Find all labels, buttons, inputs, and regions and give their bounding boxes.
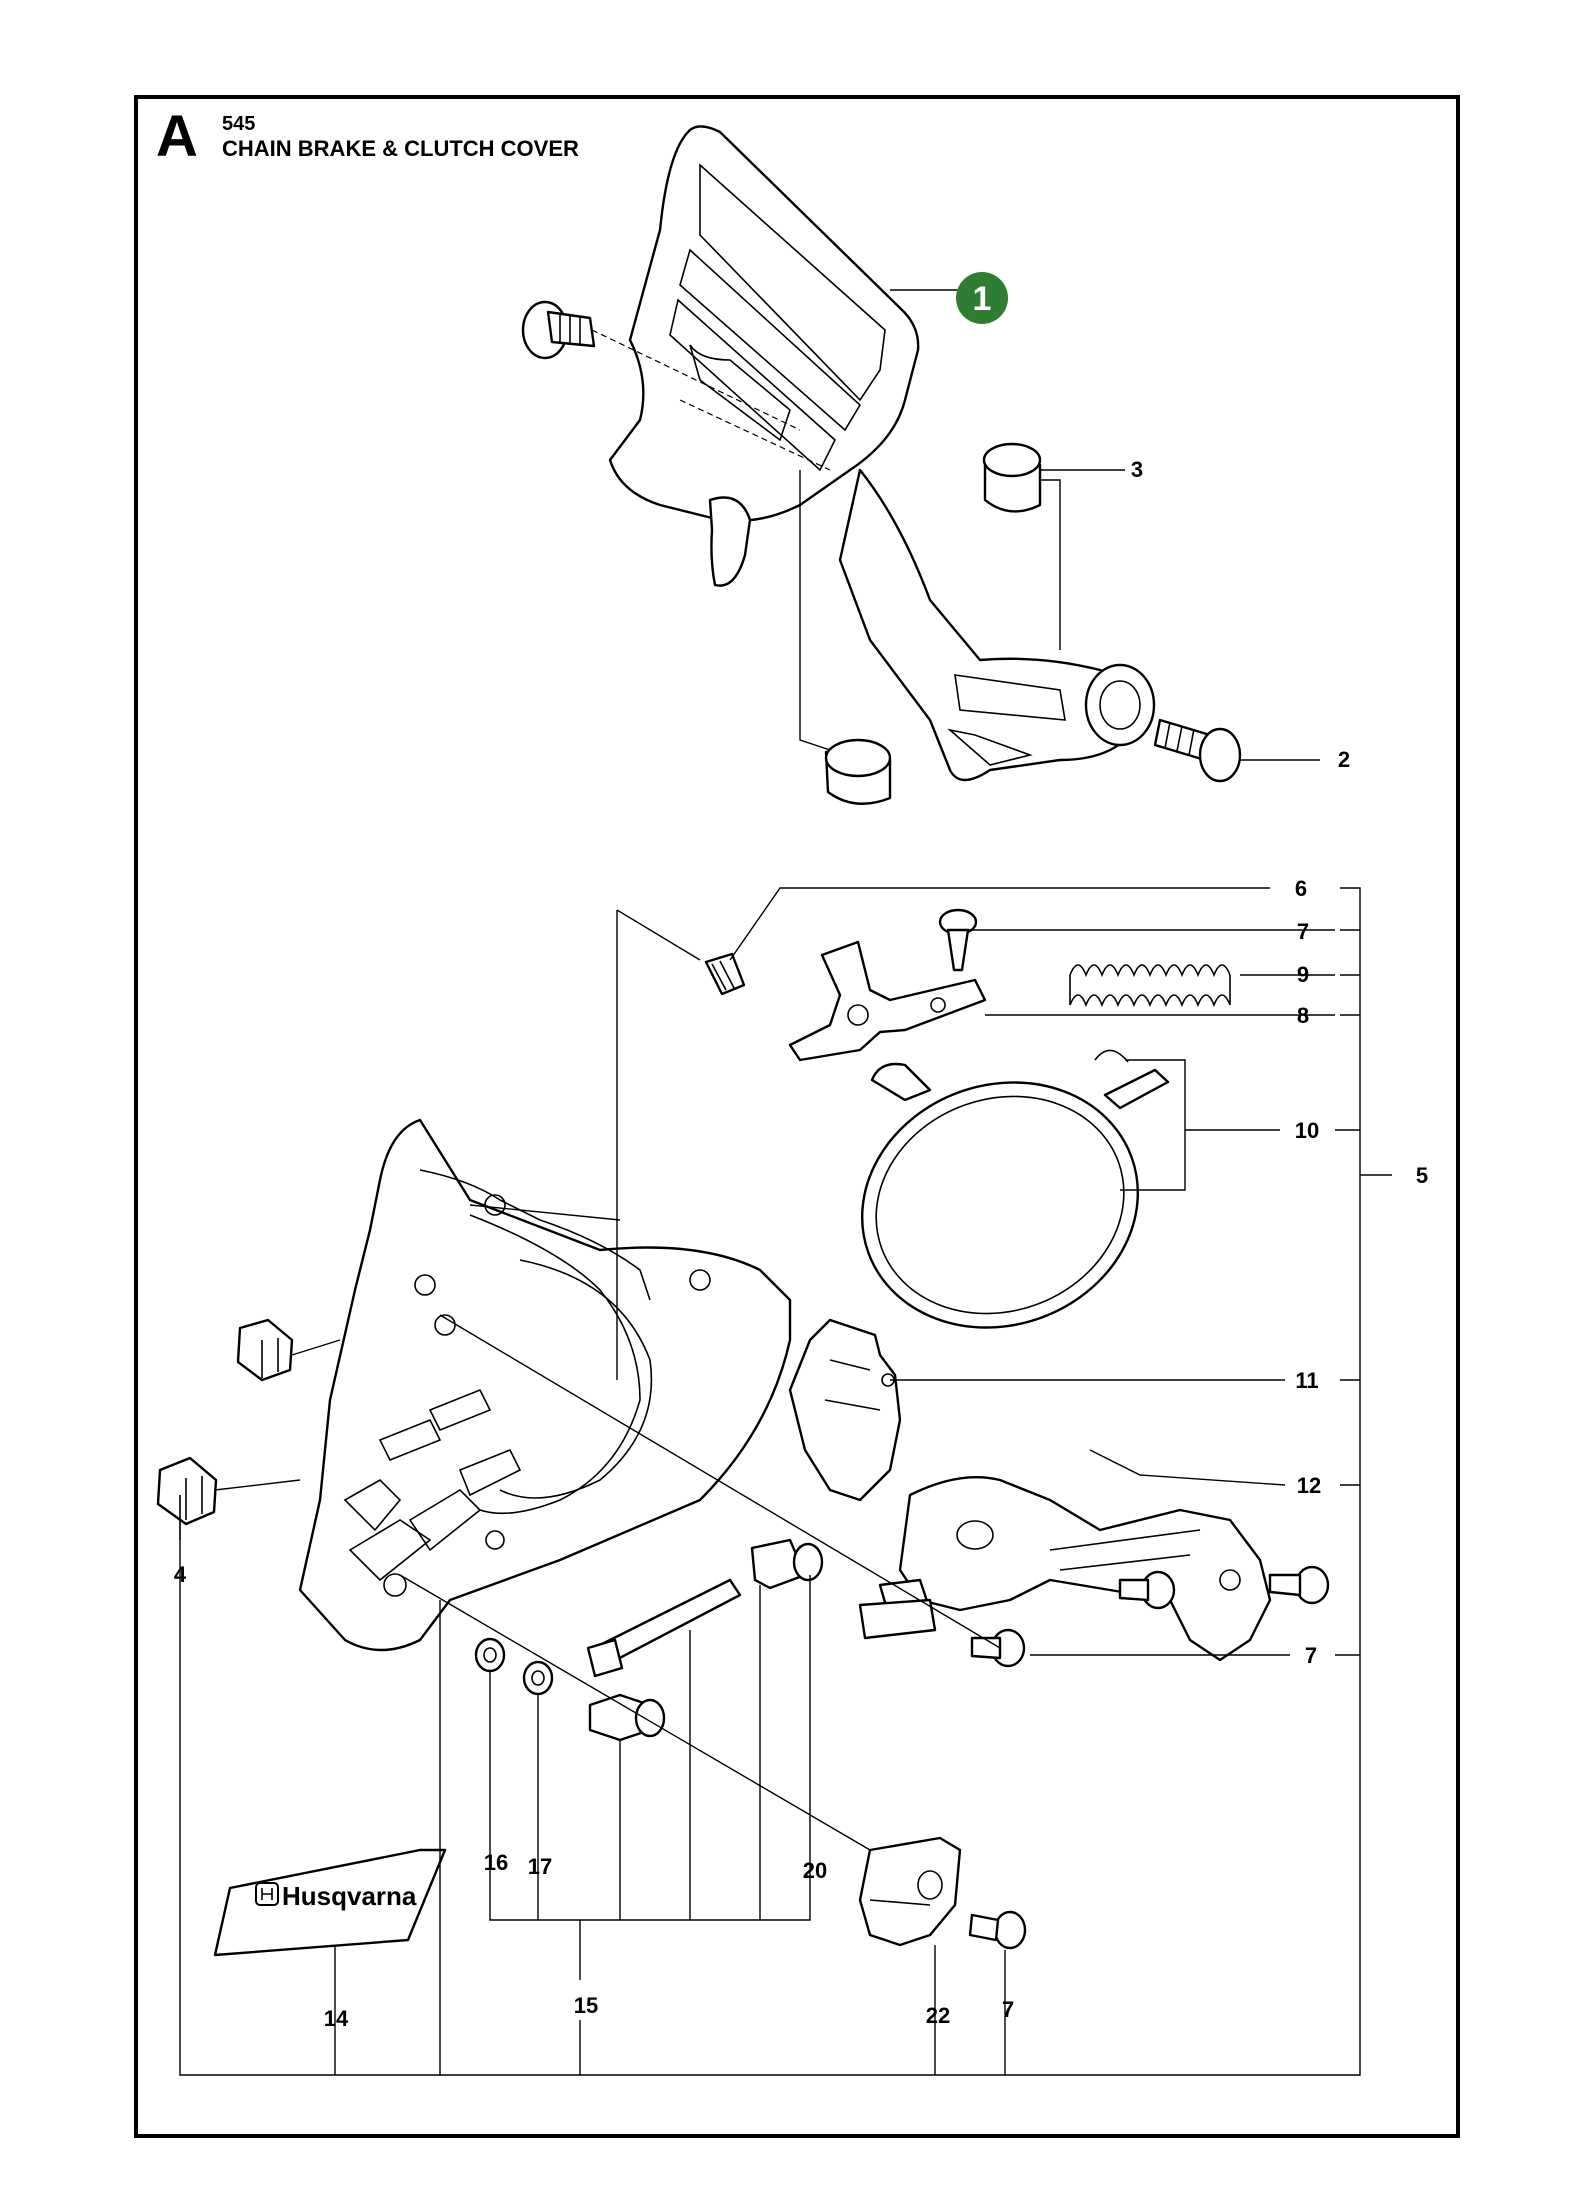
part-label-2: 2 xyxy=(1338,747,1350,772)
husqvarna-decal-14[interactable]: Husqvarna xyxy=(213,1848,447,1957)
part-label-14: 14 xyxy=(324,2006,349,2031)
tensioner-housing-11[interactable] xyxy=(788,1318,902,1502)
chain-brake-lever-8[interactable] xyxy=(788,940,987,1062)
adjuster-nut[interactable] xyxy=(750,1538,824,1590)
part-label-7-bottom: 7 xyxy=(1002,1997,1014,2022)
part-label-10: 10 xyxy=(1295,1118,1319,1143)
part-label-15: 15 xyxy=(574,1993,598,2018)
brake-band-10[interactable] xyxy=(827,1044,1172,1365)
diagram-title: CHAIN BRAKE & CLUTCH COVER xyxy=(222,136,579,161)
part-label-4: 4 xyxy=(174,1562,187,1587)
part-label-16: 16 xyxy=(484,1850,508,1875)
brake-spring-9[interactable] xyxy=(1069,964,1231,1008)
washer-17[interactable] xyxy=(522,1660,554,1696)
part-label-7-top: 7 xyxy=(1297,919,1309,944)
leader-lines xyxy=(179,289,1392,2076)
decal-brand-text: Husqvarna xyxy=(282,1881,417,1911)
part-label-9: 9 xyxy=(1297,962,1309,987)
screw-7-bottom[interactable] xyxy=(968,1910,1027,1950)
cover-cap-12[interactable] xyxy=(858,1475,1272,1662)
spring-pin-6[interactable] xyxy=(704,952,746,996)
adjuster-sleeve[interactable] xyxy=(588,1693,666,1742)
chain-tensioner-nuts-4[interactable] xyxy=(156,1318,294,1526)
pivot-bushing-3[interactable] xyxy=(982,442,1042,513)
shoulder-screw-left[interactable] xyxy=(521,300,596,360)
section-letter: A xyxy=(156,104,198,169)
cover-plate-22[interactable] xyxy=(858,1836,962,1947)
diagram-frame xyxy=(134,95,1460,2138)
part-label-6: 6 xyxy=(1295,876,1307,901)
part-label-11: 11 xyxy=(1295,1368,1318,1393)
washer-16[interactable] xyxy=(474,1637,506,1673)
part-label-20: 20 xyxy=(803,1858,827,1883)
screw-7-top[interactable] xyxy=(938,908,978,972)
screws-7-right[interactable] xyxy=(970,1565,1330,1668)
handle-pivot-boss xyxy=(1084,663,1156,747)
part-label-8: 8 xyxy=(1297,1003,1309,1028)
part-label-3: 3 xyxy=(1131,457,1143,482)
chain-brake-handle[interactable] xyxy=(608,125,920,587)
part-label-12: 12 xyxy=(1297,1473,1321,1498)
clutch-cover-body[interactable] xyxy=(298,1118,792,1652)
screw-2[interactable] xyxy=(1153,718,1242,783)
pivot-bushing-lower[interactable] xyxy=(824,738,892,805)
part-label-17: 17 xyxy=(528,1854,552,1879)
adjuster-screw[interactable] xyxy=(586,1578,742,1678)
model-number: 545 xyxy=(222,113,256,135)
callout-badge: 1 xyxy=(956,272,1008,324)
part-label-22: 22 xyxy=(926,2003,950,2028)
part-label-5: 5 xyxy=(1416,1163,1428,1188)
callout-number: 1 xyxy=(973,280,992,318)
part-label-7-mid: 7 xyxy=(1305,1643,1317,1668)
